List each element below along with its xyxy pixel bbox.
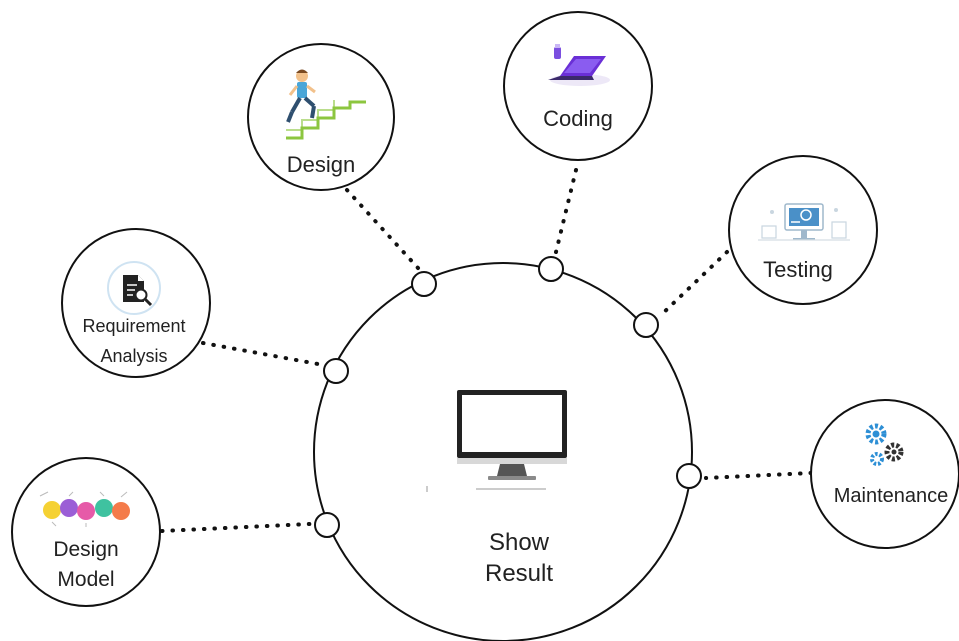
document-search-icon	[107, 261, 161, 315]
coding-label: Coding	[543, 106, 613, 131]
connector-maintenance	[704, 471, 813, 480]
person-climbing-stairs-icon	[286, 69, 366, 140]
design-label: Design	[287, 152, 355, 177]
port-testing[interactable]	[633, 312, 659, 338]
hub-label-line1: Show	[489, 529, 550, 556]
testing-node[interactable]: Testing	[728, 155, 878, 305]
laptop-icon	[548, 44, 610, 86]
hub-label-line2: Result	[485, 560, 553, 587]
design-model-node[interactable]: Design Model	[11, 457, 161, 607]
port-requirement-analysis[interactable]	[323, 358, 349, 384]
port-coding[interactable]	[538, 256, 564, 282]
colored-circles-icon	[39, 491, 130, 527]
connector-design	[345, 188, 420, 270]
coding-circle	[503, 11, 653, 161]
monitor-icon	[426, 390, 567, 492]
show-result-hub: Show Result	[313, 262, 693, 641]
connectors	[160, 168, 813, 533]
design-node[interactable]: Design	[247, 43, 395, 191]
design-model-label-line2: Model	[57, 568, 114, 591]
hub-ports	[314, 256, 702, 538]
design-model-label-line1: Design	[53, 538, 118, 561]
gears-icon	[865, 423, 904, 466]
port-design-model[interactable]	[314, 512, 340, 538]
connector-coding	[554, 168, 578, 254]
connector-design-model	[160, 522, 312, 533]
testing-dashboard-icon	[758, 203, 850, 241]
requirement-analysis-node[interactable]: Requirement Analysis	[61, 228, 211, 378]
port-maintenance[interactable]	[676, 463, 702, 489]
maintenance-circle	[810, 399, 959, 549]
connector-requirement-analysis	[201, 341, 320, 366]
port-design[interactable]	[411, 271, 437, 297]
maintenance-label: Maintenance	[834, 485, 949, 507]
requirement-analysis-label-line2: Analysis	[100, 346, 167, 366]
testing-label: Testing	[763, 257, 833, 282]
requirement-analysis-label-line1: Requirement	[82, 316, 185, 336]
connector-testing	[658, 250, 729, 318]
maintenance-node[interactable]: Maintenance	[810, 399, 959, 549]
coding-node[interactable]: Coding	[503, 11, 653, 161]
